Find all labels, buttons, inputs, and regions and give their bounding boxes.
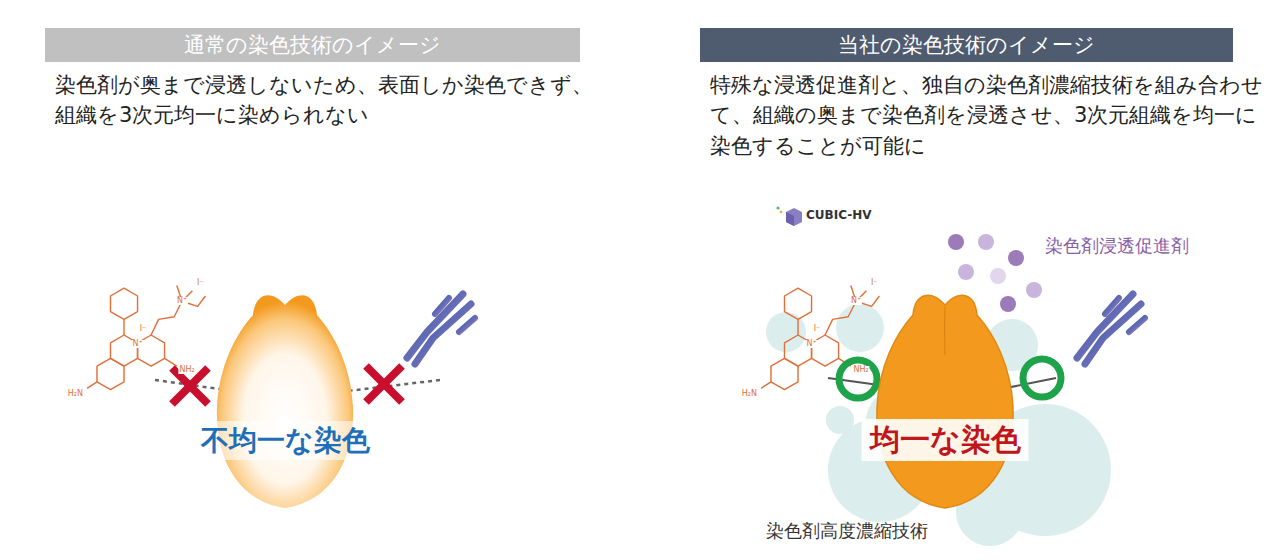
brain-uneven: 不均一な染色 (185, 285, 385, 513)
atom-label: I⁻ (196, 279, 205, 287)
header-band: 通常の染色技術のイメージ (45, 28, 580, 62)
dye-molecule (761, 286, 879, 390)
brain-shape (185, 285, 385, 513)
atom-label: I⁻ (139, 325, 148, 333)
atom-label: I⁻ (813, 325, 822, 333)
description-text: 染色剤が奥まで浸透しないため、表面しか染色できず、組織を3次元均一に染められない (55, 70, 600, 131)
enhancer-label: 染色剤浸透促進剤 (1045, 233, 1189, 259)
atom-label: H₂N (67, 390, 84, 398)
brain-shape (835, 285, 1055, 513)
antibody (407, 294, 475, 364)
header-band: 当社の染色技術のイメージ (700, 28, 1233, 62)
atom-label: NH₂ (179, 366, 196, 374)
header-text: 当社の染色技術のイメージ (838, 32, 1095, 58)
atom-label: N⁺ (850, 297, 862, 305)
atom-label: H₂N (741, 390, 758, 398)
result-label: 不均一な染色 (193, 421, 378, 460)
concentration-label: 染色剤高度濃縮技術 (766, 518, 928, 544)
atom-label: N⁺ (805, 340, 817, 348)
antibody (1077, 294, 1145, 364)
header-text: 通常の染色技術のイメージ (184, 32, 441, 58)
product-logo: CUBIC-HV (806, 207, 872, 224)
cube-icon (776, 206, 802, 226)
atom-label: N⁺ (176, 297, 188, 305)
brain-uniform: 均一な染色 (835, 285, 1055, 513)
description-text: 特殊な浸透促進剤と、独自の染色剤濃縮技術を組み合わせて、組織の奥まで染色剤を浸透… (710, 70, 1270, 161)
result-label: 均一な染色 (862, 419, 1029, 461)
atom-label: N⁺ (131, 340, 143, 348)
dye-molecule (87, 286, 205, 390)
atom-label: I⁻ (870, 279, 879, 287)
atom-label: NH₂ (853, 366, 870, 374)
